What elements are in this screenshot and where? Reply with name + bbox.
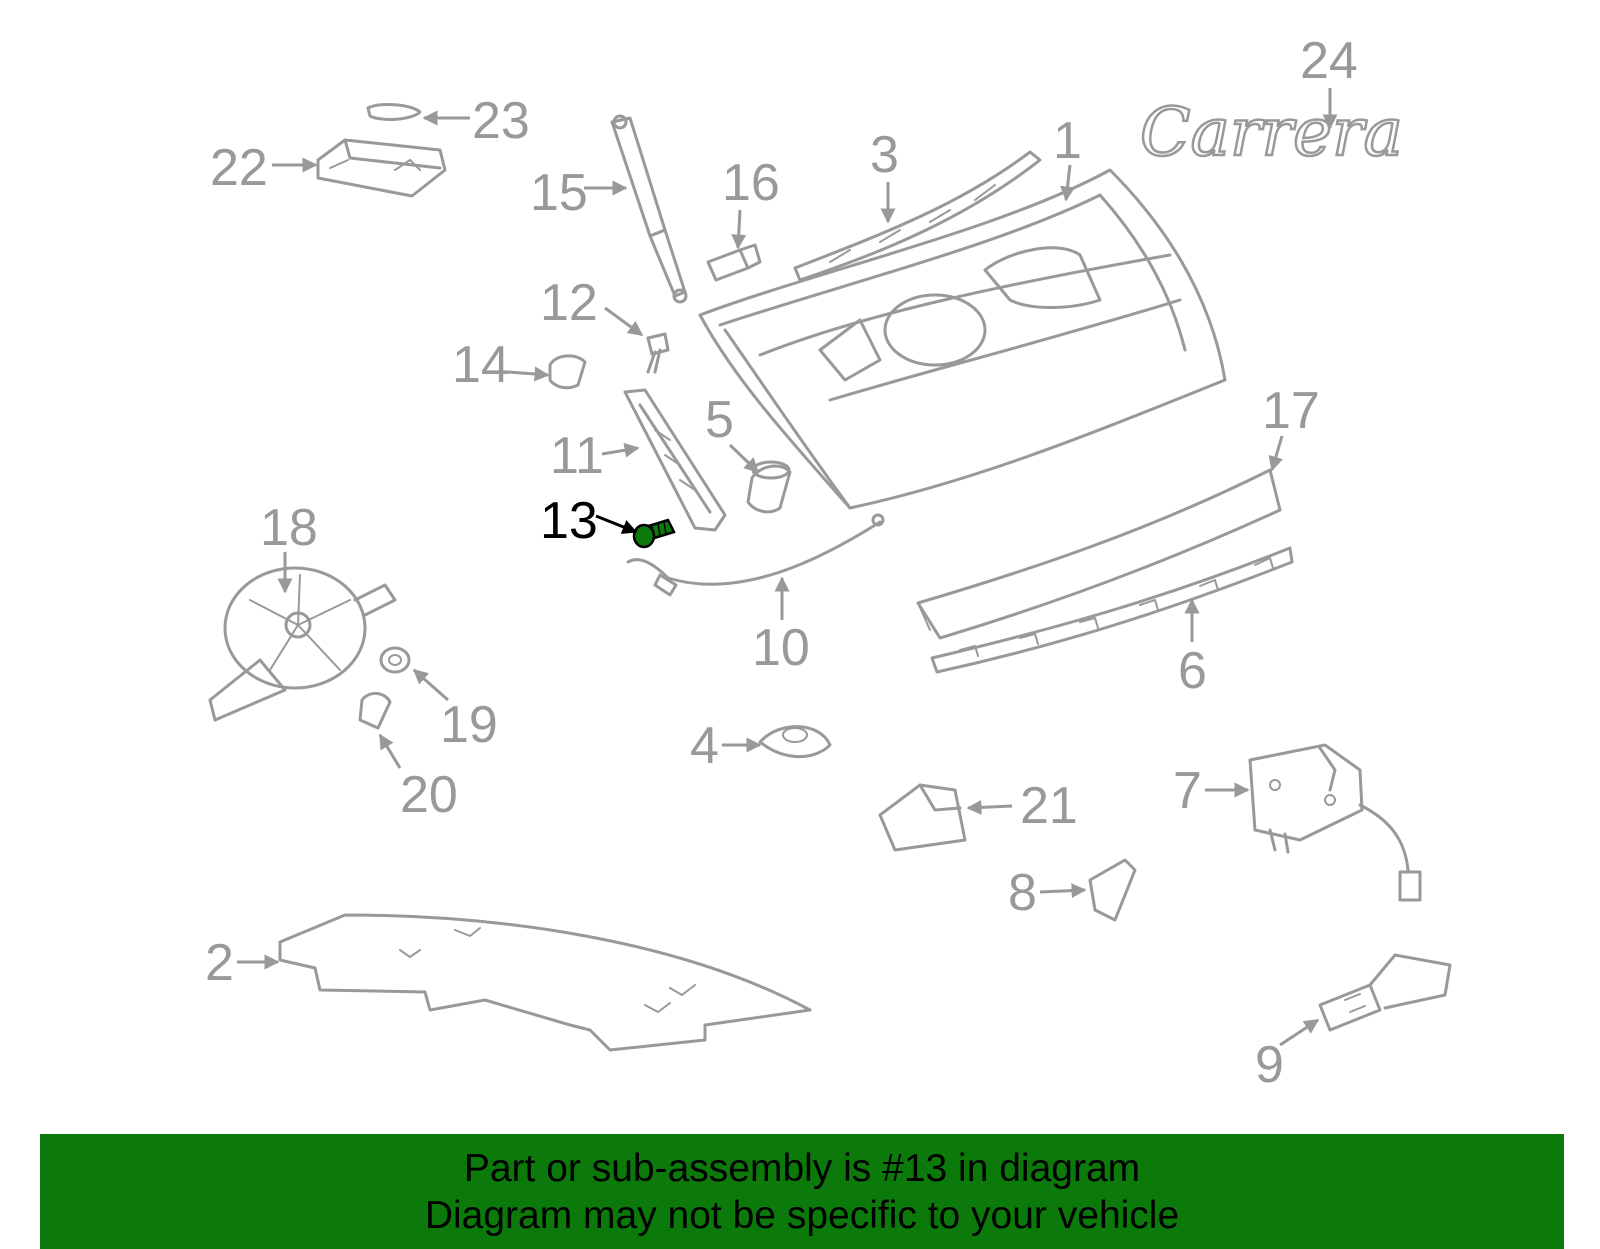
callout-2: 2 [205,934,280,992]
callout-8-label: 8 [1008,864,1037,922]
callout-22: 22 [210,139,318,197]
callout-15: 15 [530,164,628,222]
part-10-cable [626,513,885,597]
part-8-clip [1088,858,1137,922]
callout-19-label: 19 [440,696,498,754]
callout-1-label: 1 [1053,112,1082,170]
callout-22-label: 22 [210,139,268,197]
callout-2-label: 2 [205,934,234,992]
part-23-bulb [366,103,422,121]
callout-12: 12 [540,274,644,337]
callout-10-label: 10 [752,619,810,677]
part-21-cover [878,783,967,852]
callout-3-label: 3 [870,126,899,184]
callout-14-label: 14 [452,336,510,394]
banner-line-1: Part or sub-assembly is #13 in diagram [463,1146,1141,1190]
callout-20-label: 20 [400,766,458,824]
part-7-lock [1248,743,1422,902]
callout-9-label: 9 [1255,1036,1284,1094]
callout-24-label: 24 [1300,32,1358,90]
callout-13: 13 [540,492,638,550]
emblem-lettering: Carrera [1140,94,1403,171]
part-9-actuator [1318,953,1452,1032]
callout-4: 4 [690,717,762,775]
part-11-hinge [623,388,727,532]
callout-9: 9 [1255,1018,1320,1094]
part-18-fan [208,566,397,722]
callout-16: 16 [722,154,780,250]
part-16-sensor [706,243,762,282]
callout-8: 8 [1008,864,1087,922]
part-17-trim-strip [916,468,1282,640]
part-19-grommet [379,646,411,674]
callout-12-label: 12 [540,274,598,332]
callout-20: 20 [378,733,458,824]
callout-23-label: 23 [472,92,530,150]
callout-19: 19 [412,668,498,754]
callout-11-label: 11 [550,427,604,485]
callout-6: 6 [1178,598,1207,700]
callout-21-label: 21 [1020,777,1078,835]
callout-7: 7 [1173,762,1250,820]
part-3-seal-strip [793,150,1042,282]
part-20-plug [358,692,392,730]
callout-16-label: 16 [722,154,780,212]
banner-line-2: Diagram may not be specific to your vehi… [424,1193,1180,1237]
callout-17-label: 17 [1262,382,1320,440]
part-14-cap [548,354,587,390]
callout-15-label: 15 [530,164,588,222]
callout-11: 11 [550,427,640,485]
callout-21: 21 [966,777,1078,835]
callout-6-label: 6 [1178,642,1207,700]
callout-10: 10 [752,576,810,677]
callout-7-label: 7 [1173,762,1202,820]
part-6-clip-strip [930,546,1294,674]
callout-3: 3 [870,126,899,224]
part-22-lamp-housing [316,138,447,198]
callout-17: 17 [1262,382,1320,472]
info-banner: Part or sub-assembly is #13 in diagram D… [40,1134,1564,1249]
callout-5: 5 [705,391,760,474]
callout-18: 18 [260,499,318,594]
part-12-bolt [646,332,670,374]
part-13-screw [632,518,676,549]
callout-5-label: 5 [705,391,734,449]
callout-4-label: 4 [690,717,719,775]
part-2-insulation-panel [278,913,812,1052]
callout-13-label: 13 [540,492,598,550]
part-15-gas-strut [610,114,688,304]
callout-1: 1 [1053,112,1082,202]
callout-24: 24 [1300,32,1358,130]
part-1-deck-lid [698,168,1227,510]
callout-14: 14 [452,336,550,394]
part-24-emblem: Carrera [1139,93,1404,173]
part-4-bracket [758,725,832,759]
callout-23: 23 [422,92,530,150]
callout-18-label: 18 [260,499,318,557]
